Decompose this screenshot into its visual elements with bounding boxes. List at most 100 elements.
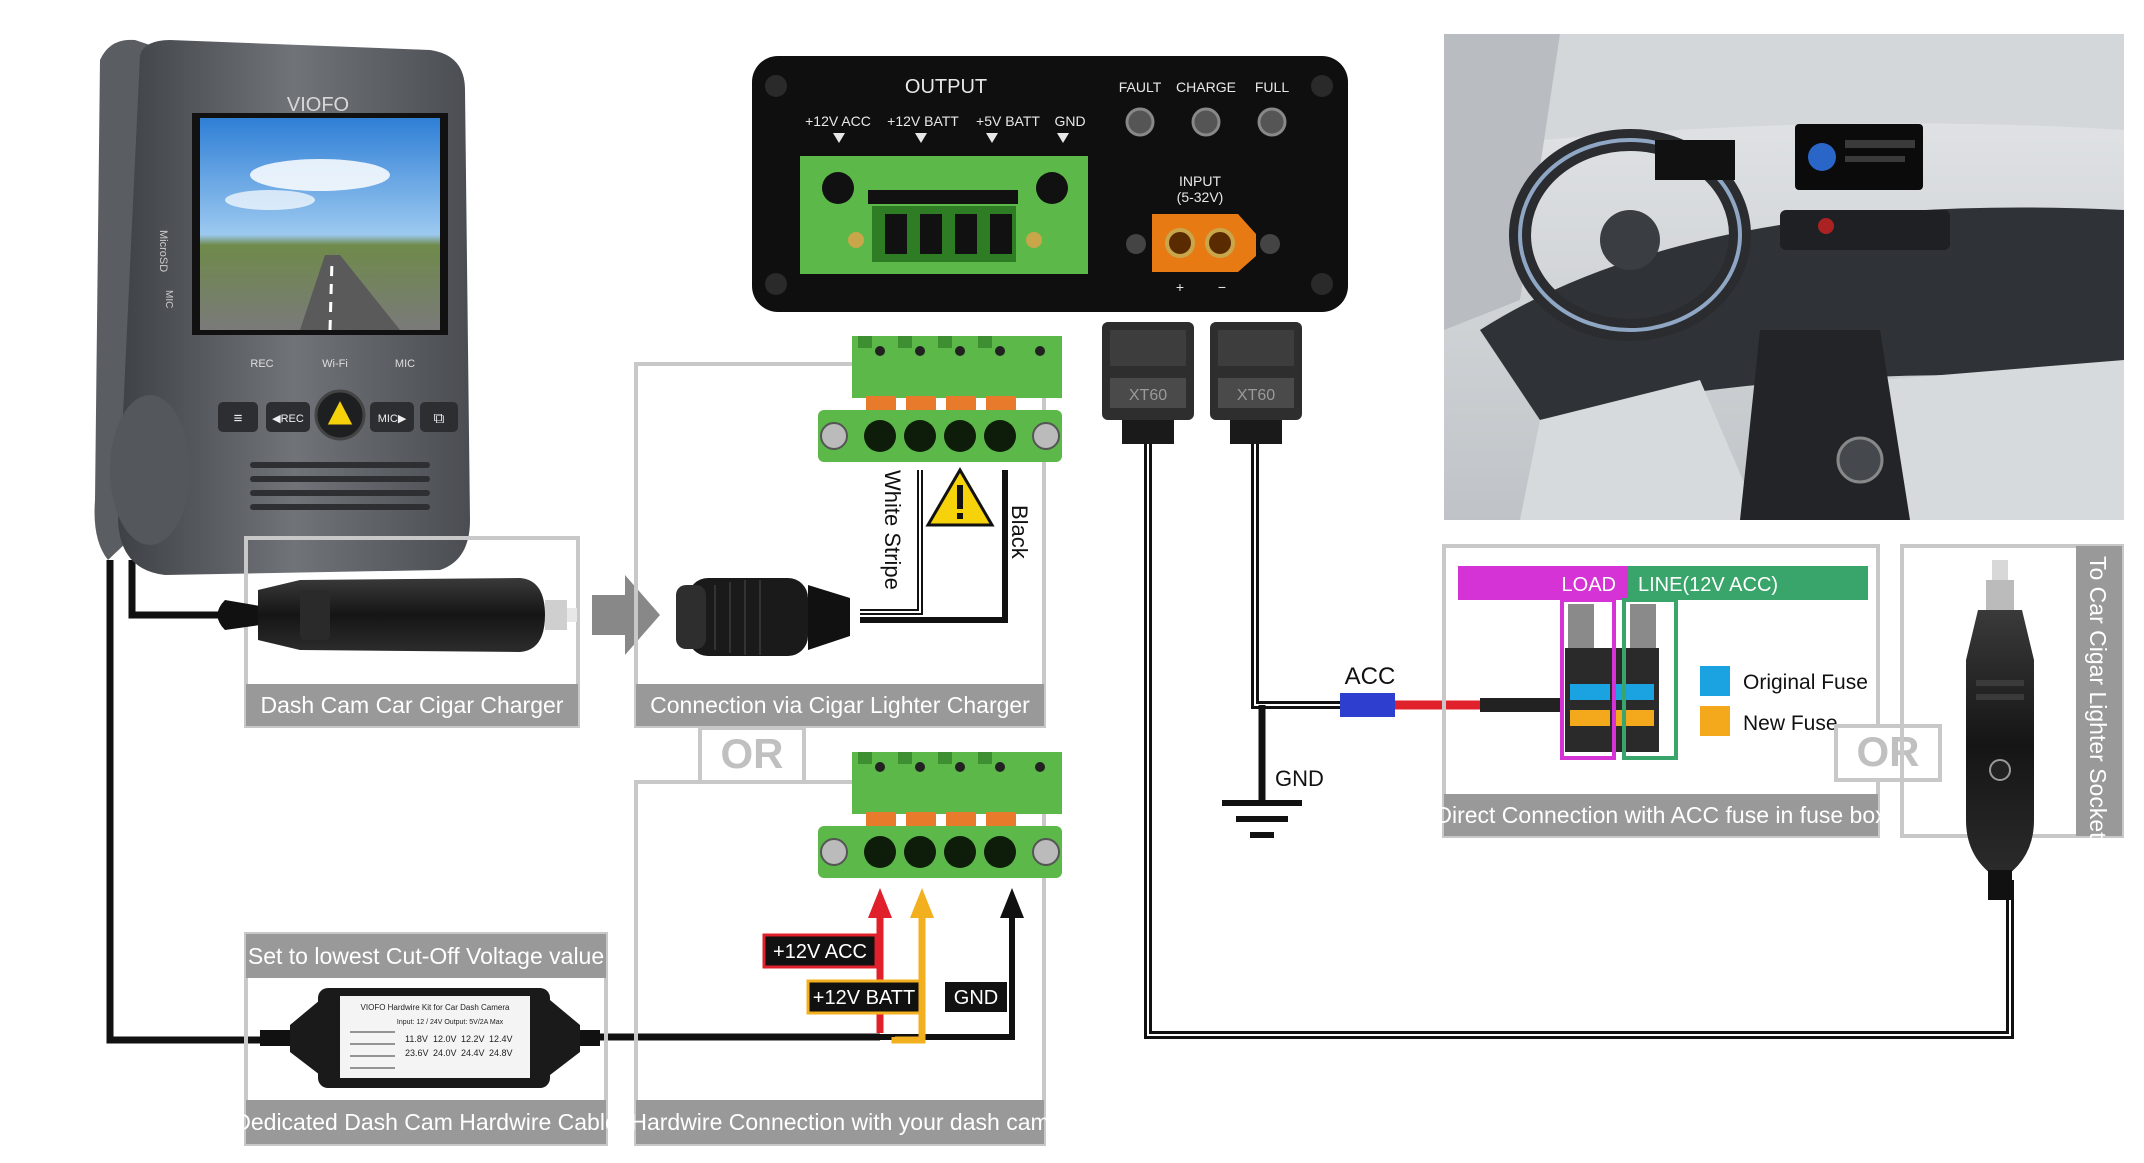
line-bar xyxy=(1628,566,1868,600)
xt60-connector-left: XT60 xyxy=(1102,322,1194,444)
fault-label: FAULT xyxy=(1119,79,1162,95)
sticker-spec: Input: 12 / 24V Output: 5V/2A Max xyxy=(397,1019,504,1026)
xt60-right-wire xyxy=(1251,440,1340,709)
power-box: OUTPUT +12V ACC +12V BATT +5V BATT GND F… xyxy=(752,56,1348,312)
original-fuse-label: Original Fuse xyxy=(1743,671,1868,694)
terminal-block-bottom xyxy=(818,752,1062,878)
camera-rec-button-label: ◀REC xyxy=(272,413,304,425)
tag-12v-batt: +12V BATT xyxy=(806,979,922,1015)
camera-rec-button[interactable] xyxy=(266,402,310,432)
sticker-voltage-8: 24.8V xyxy=(489,1048,513,1058)
gnd-label: GND xyxy=(1275,766,1324,791)
sticker-voltage-1: 11.8V xyxy=(405,1034,428,1044)
acc-connection-caption: Direct Connection with ACC fuse in fuse … xyxy=(1435,802,1887,828)
dash-camera: VIOFO REC Wi-Fi MIC MicroSD MIC ≡ ◀REC M… xyxy=(94,39,470,575)
black-wire xyxy=(860,470,1008,623)
tag-gnd-label: GND xyxy=(954,987,998,1009)
xt60-left-wire-highlight xyxy=(1147,440,2011,1036)
terminal-block-top xyxy=(818,336,1062,462)
hardwire-yellow-wire xyxy=(891,905,926,1044)
camera-menu-button[interactable] xyxy=(218,402,258,432)
wires xyxy=(106,440,2014,1044)
or-badge-left: OR xyxy=(698,726,806,784)
cigar-charger-plug xyxy=(217,578,577,652)
warning-icon xyxy=(326,398,354,426)
camera-screen-button[interactable] xyxy=(420,402,458,432)
original-fuse-swatch xyxy=(1700,666,1730,696)
tag-12v-batt-label: +12V BATT xyxy=(813,987,915,1009)
camera-brand: VIOFO xyxy=(287,94,349,116)
fault-led xyxy=(1125,107,1155,137)
cigar-charger-caption: Dash Cam Car Cigar Charger xyxy=(261,692,564,718)
or-label-left: OR xyxy=(721,730,784,777)
output-label: OUTPUT xyxy=(905,76,987,98)
camera-to-charger-wire xyxy=(128,560,255,619)
hardwire-module: VIOFO Hardwire Kit for Car Dash Camera I… xyxy=(260,988,600,1088)
load-highlight xyxy=(1560,598,1616,760)
camera-lens-bulge xyxy=(110,395,190,545)
xt60-right-label: XT60 xyxy=(1237,387,1275,404)
camera-led-wifi: Wi-Fi xyxy=(322,358,348,370)
hardwire-black-wire xyxy=(880,900,1015,1040)
plus-label: + xyxy=(1176,279,1184,295)
input-range-label: (5-32V) xyxy=(1177,189,1224,205)
socket-plug-panel: To Car Cigar Lighter Socket xyxy=(1900,544,2124,900)
red-arrow-icon xyxy=(868,888,892,918)
hardwire-sticker xyxy=(340,996,530,1078)
full-led xyxy=(1257,107,1287,137)
camera-side-microsd: MicroSD xyxy=(157,230,169,272)
sticker-voltage-7: 24.4V xyxy=(461,1048,485,1058)
acc-fuse-panel: Direct Connection with ACC fuse in fuse … xyxy=(1435,544,1887,838)
car-socket-plug xyxy=(1966,560,2034,900)
car-interior-photo xyxy=(1444,34,2124,520)
sticker-title: VIOFO Hardwire Kit for Car Dash Camera xyxy=(361,1003,510,1012)
line-highlight xyxy=(1622,598,1678,760)
sticker-voltage-4: 12.4V xyxy=(489,1034,513,1044)
ground-symbol-icon xyxy=(1222,800,1302,838)
sticker-voltage-6: 24.0V xyxy=(433,1048,457,1058)
acc-label: ACC xyxy=(1345,663,1396,690)
terminal-label-batt: +12V BATT xyxy=(887,113,959,129)
cigar-charger-panel: Dash Cam Car Cigar Charger xyxy=(217,536,580,728)
hardwire-connection-panel: Hardwire Connection with your dash cam xyxy=(630,780,1050,1146)
camera-power-wire xyxy=(106,560,260,1044)
charge-led xyxy=(1191,107,1221,137)
camera-led-rec: REC xyxy=(250,358,273,370)
terminal-label-acc: +12V ACC xyxy=(805,113,871,129)
xt60-left-label: XT60 xyxy=(1129,387,1167,404)
input-label: INPUT xyxy=(1179,173,1221,189)
black-arrow-icon xyxy=(1000,888,1024,918)
terminal-label-5v: +5V BATT xyxy=(976,113,1040,129)
tag-12v-acc: +12V ACC xyxy=(762,933,878,969)
black-wire-label: Black xyxy=(1007,505,1032,560)
cigar-connection-caption: Connection via Cigar Lighter Charger xyxy=(650,692,1030,718)
camera-mic-button[interactable] xyxy=(370,402,414,432)
new-fuse-swatch xyxy=(1700,706,1730,736)
camera-mic-button-label: MIC▶ xyxy=(378,413,407,425)
tag-gnd: GND xyxy=(943,980,1009,1014)
sticker-voltage-3: 12.2V xyxy=(461,1034,485,1044)
camera-led-mic: MIC xyxy=(395,358,415,370)
xt60-right-wire-highlight xyxy=(1254,440,1340,706)
sticker-voltage-2: 12.0V xyxy=(433,1034,457,1044)
cutoff-note-caption: Set to lowest Cut-Off Voltage value xyxy=(248,943,604,969)
hardwire-connection-caption: Hardwire Connection with your dash cam xyxy=(630,1109,1049,1135)
cigar-connection-panel: Connection via Cigar Lighter Charger Whi… xyxy=(634,362,1046,728)
camera-side-mic: MIC xyxy=(163,290,174,308)
or-badge-right: OR xyxy=(1834,724,1942,782)
hardwire-cable-panel: Set to lowest Cut-Off Voltage value Dedi… xyxy=(234,932,618,1146)
socket-vertical-caption: To Car Cigar Lighter Socket xyxy=(2085,556,2111,839)
new-fuse-label: New Fuse xyxy=(1743,712,1838,735)
camera-screen-road xyxy=(300,255,400,330)
hardwire-cable-caption: Dedicated Dash Cam Hardwire Cable xyxy=(234,1109,618,1135)
white-stripe-label: White Stripe xyxy=(880,470,905,590)
or-label-right: OR xyxy=(1857,728,1920,775)
sticker-voltage-5: 23.6V xyxy=(405,1048,429,1058)
xt60-connector-right: XT60 xyxy=(1210,322,1302,444)
line-label: LINE(12V ACC) xyxy=(1638,574,1778,596)
load-bar xyxy=(1458,566,1628,600)
terminal-label-gnd: GND xyxy=(1054,113,1085,129)
camera-speaker-grille xyxy=(250,462,430,510)
